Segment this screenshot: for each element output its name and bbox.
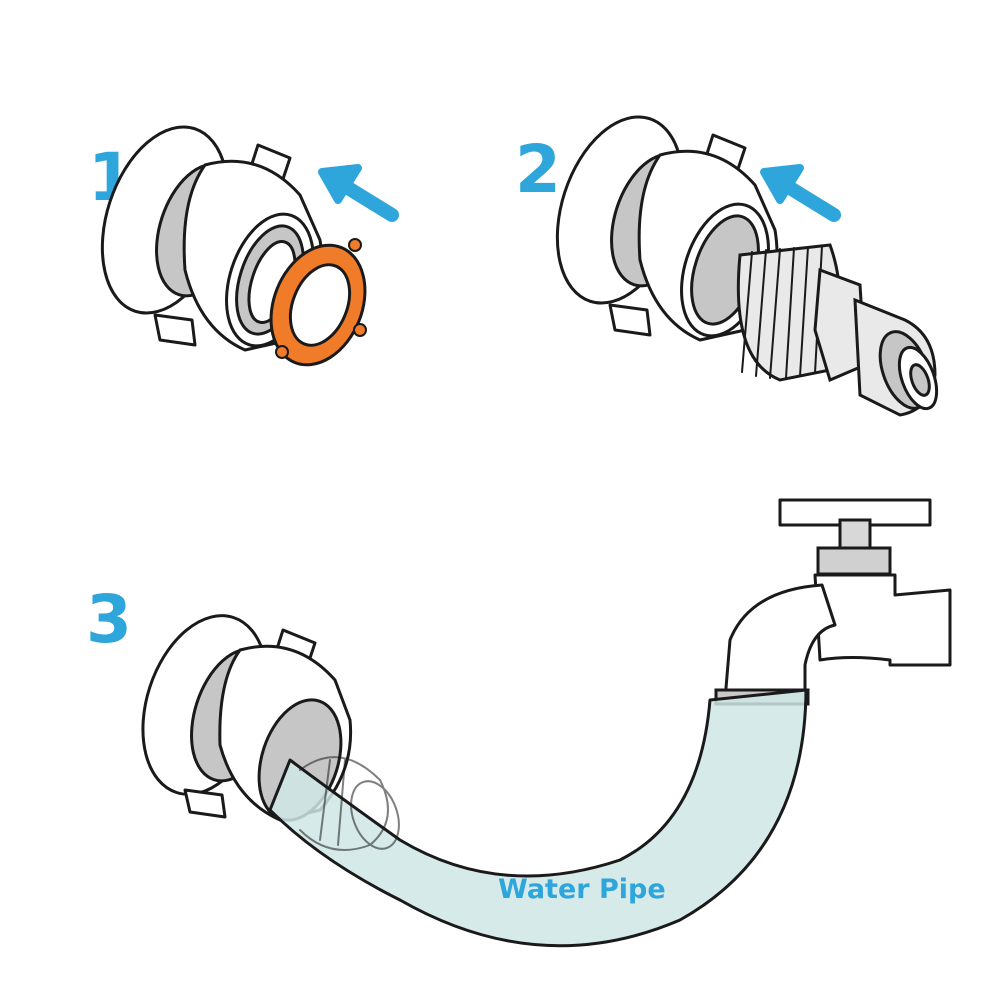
insert-arrow-icon [318,164,399,222]
threaded-adapter [736,243,939,417]
connector-tab [153,313,197,347]
washer [269,238,367,367]
water-pipe [268,688,808,948]
water-pipe-label: Water Pipe [498,874,666,905]
step-2-illustration: 2 [515,115,939,417]
faucet [714,498,952,706]
step-3-illustration: 3 Water Pipe [86,498,952,948]
connector-tab [608,303,652,337]
adapter-in-pipe [299,756,400,851]
step-3-number: 3 [86,581,132,658]
step-1-illustration: 1 [88,125,399,367]
step-2-number: 2 [515,131,561,208]
insert-arrow-icon [760,164,841,222]
connector-tab [183,788,227,819]
